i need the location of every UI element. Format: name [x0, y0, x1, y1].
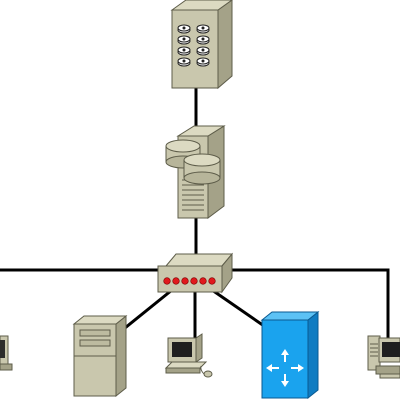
router-arrows-icon — [266, 349, 304, 387]
workstation-right-icon[interactable] — [367, 335, 400, 379]
pc-icon[interactable] — [164, 333, 213, 378]
database-server-icon[interactable] — [165, 125, 226, 219]
hub-port-lights — [163, 277, 216, 285]
storage-array-icon[interactable] — [170, 0, 233, 90]
database-cylinder-front — [183, 153, 221, 185]
workstation-left-icon[interactable] — [0, 335, 13, 371]
router-icon[interactable] — [260, 310, 320, 400]
hub-icon[interactable] — [157, 252, 234, 294]
link-hub-workstation-right — [230, 268, 390, 340]
link-hub-router — [211, 288, 268, 330]
links — [0, 88, 390, 342]
link-hub-file-server — [119, 288, 173, 334]
file-server-icon[interactable] — [72, 314, 128, 398]
